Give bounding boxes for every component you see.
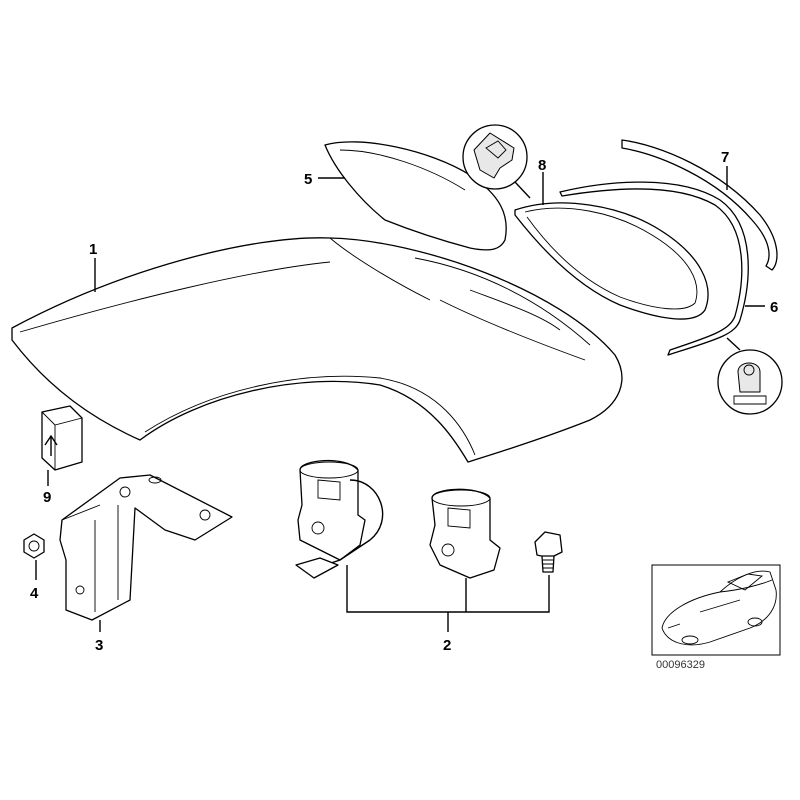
callout-6: 6 (770, 299, 778, 316)
leader-lines (35, 166, 765, 632)
callout-5: 5 (304, 171, 312, 188)
callout-4: 4 (30, 585, 39, 602)
callout-8: 8 (538, 157, 546, 174)
callout-9: 9 (43, 489, 51, 506)
lock-assembly-right[interactable] (429, 488, 501, 579)
weather-strip-7[interactable] (621, 139, 778, 271)
bolt-2[interactable] (534, 531, 563, 573)
callout-3: 3 (95, 637, 103, 654)
seal-strip-6[interactable] (559, 181, 749, 356)
seal-8-detail (462, 124, 528, 190)
callout-7: 7 (721, 149, 729, 166)
bracket-3[interactable] (59, 474, 233, 621)
vehicle-thumbnail (651, 564, 781, 656)
lock-assembly-left[interactable] (295, 459, 384, 579)
thumbnail-code: 00096329 (656, 659, 705, 671)
window-seal-frame[interactable] (514, 202, 709, 320)
callout-numbers: 1 5 8 7 6 9 4 3 2 (30, 149, 778, 654)
hardtop-roof[interactable] (11, 237, 623, 463)
seal-6-detail (717, 349, 783, 415)
nut-4[interactable] (23, 533, 45, 559)
rear-window-glass[interactable] (324, 141, 507, 251)
callout-2: 2 (443, 637, 451, 654)
callout-1: 1 (89, 241, 97, 258)
clip-9[interactable] (41, 405, 83, 471)
